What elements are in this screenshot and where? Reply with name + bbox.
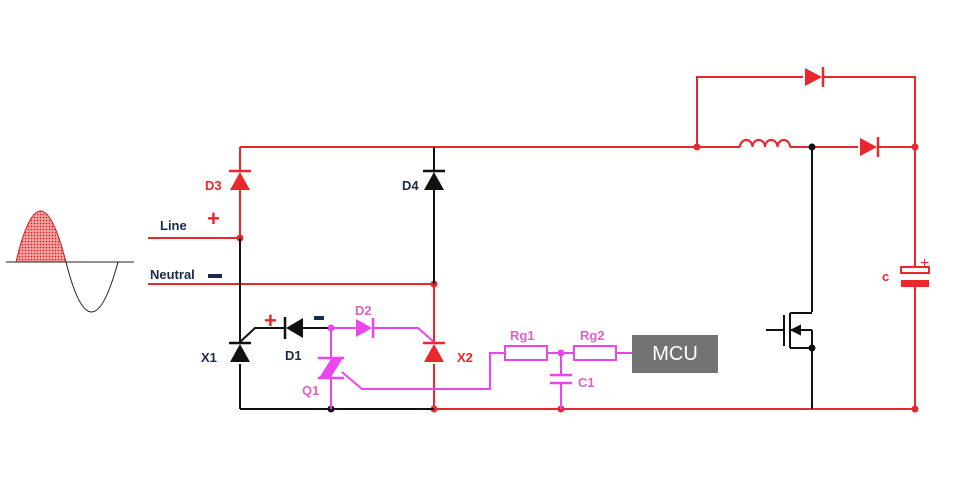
- label-x1: X1: [201, 350, 217, 365]
- mosfet-switch: [766, 312, 816, 352]
- bypass-diode: [805, 67, 825, 87]
- label-rg2: Rg2: [580, 328, 605, 343]
- label-d2: D2: [355, 303, 372, 318]
- label-x2: X2: [457, 350, 473, 365]
- magenta-junctions: [327, 324, 565, 357]
- black-junctions: [327, 143, 816, 413]
- label-d1: D1: [285, 348, 302, 363]
- label-c1: C1: [578, 375, 595, 390]
- thyristor-x2: [423, 341, 445, 362]
- triac-q1: [318, 356, 344, 380]
- line-plus-sign: +: [207, 206, 220, 231]
- d1-plus-sign: +: [264, 308, 277, 333]
- ac-source-waveform: [6, 210, 134, 313]
- red-power-wires: [148, 76, 916, 410]
- bypass-wire-left: [696, 76, 803, 147]
- cap-plus-sign: +: [920, 255, 929, 272]
- output-capacitor: [900, 266, 930, 287]
- q1-gate-wire: [341, 352, 505, 390]
- red-junctions: [236, 143, 919, 413]
- boost-diode: [860, 137, 880, 157]
- label-c: c: [882, 269, 889, 284]
- d2-to-x2-wire: [374, 327, 435, 343]
- label-neutral: Neutral: [150, 267, 195, 282]
- capacitor-c1: [550, 373, 572, 385]
- d1-minus-sign: [314, 316, 324, 320]
- label-rg1: Rg1: [510, 328, 535, 343]
- mcu-label: MCU: [652, 343, 698, 365]
- mcu-block: MCU: [632, 335, 718, 373]
- resistor-rg2: [573, 345, 617, 361]
- bypass-wire-right: [823, 76, 916, 147]
- positive-half-cycle: [15, 210, 67, 263]
- diode-d4: [423, 169, 445, 190]
- x1-to-d1-wire: [239, 327, 284, 343]
- diode-d1: [283, 317, 303, 339]
- inductor: [738, 138, 792, 148]
- label-line: Line: [160, 218, 187, 233]
- diode-d3: [229, 169, 251, 190]
- neutral-minus-sign: [208, 274, 222, 278]
- label-q1: Q1: [302, 383, 319, 398]
- thyristor-x1: [229, 341, 251, 362]
- resistor-rg1: [504, 345, 548, 361]
- label-d4: D4: [402, 178, 419, 193]
- negative-half-cycle: [65, 261, 119, 313]
- diode-d2: [356, 318, 375, 338]
- label-d3: D3: [205, 178, 222, 193]
- black-wires: [239, 147, 813, 410]
